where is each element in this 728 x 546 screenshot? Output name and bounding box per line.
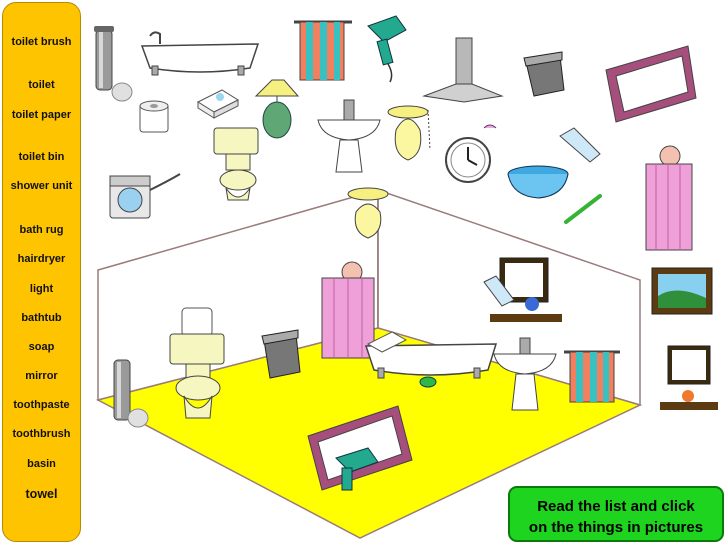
word-soap[interactable]: soap — [3, 340, 80, 354]
word-label: toothpaste — [13, 399, 70, 411]
word-label: bathtub — [21, 312, 62, 324]
bowl-item[interactable] — [507, 165, 569, 199]
instruction-line-2: on the things in pictures — [528, 519, 704, 536]
instruction-line-1: Read the list and click — [537, 498, 695, 515]
basin-item[interactable] — [317, 99, 381, 173]
word-toilet-bin[interactable]: toilet bin — [3, 150, 80, 164]
word-label: light — [29, 283, 54, 295]
word-label: toilet — [28, 79, 55, 91]
word-label: towel — [25, 487, 58, 501]
basin-room-item[interactable] — [493, 337, 557, 411]
frog-toy-item[interactable] — [419, 376, 437, 388]
alarm-clock-item[interactable] — [445, 124, 497, 183]
toilet-paper-item[interactable] — [139, 100, 169, 133]
toilet-brush-item[interactable] — [94, 26, 133, 102]
word-label: mirror — [25, 370, 58, 382]
mirror-item[interactable] — [660, 345, 718, 410]
toilet-bin-room-item[interactable] — [261, 329, 301, 379]
word-bathtub[interactable]: bathtub — [3, 311, 80, 325]
shower-unit-item[interactable] — [645, 145, 693, 251]
bathtub-item[interactable] — [140, 31, 260, 76]
word-hairdryer[interactable]: hairdryer — [3, 252, 80, 266]
towel-item[interactable] — [294, 20, 352, 81]
ceiling-light-item[interactable] — [347, 187, 389, 239]
toilet-item[interactable] — [213, 127, 259, 201]
word-toilet-brush[interactable]: toilet brush — [3, 35, 80, 49]
word-list-panel: toilet brush toilet toilet paper toilet … — [2, 2, 81, 542]
word-label: soap — [28, 341, 55, 353]
light-bulb-item[interactable] — [387, 105, 431, 161]
toilet-brush-room-item[interactable] — [113, 359, 149, 428]
word-label: hairdryer — [17, 253, 66, 265]
word-towel[interactable]: towel — [3, 487, 80, 501]
hairdryer-item[interactable] — [367, 15, 407, 83]
instruction-box: Read the list and click on the things in… — [508, 486, 724, 542]
hairdryer-room-item[interactable] — [335, 447, 379, 491]
word-label: shower unit — [10, 180, 73, 192]
word-label: toilet paper — [11, 109, 72, 121]
word-label: bath rug — [19, 224, 64, 236]
shower-unit-room-item[interactable] — [321, 261, 375, 359]
word-mirror[interactable]: mirror — [3, 369, 80, 383]
washing-machine-item[interactable] — [109, 173, 181, 219]
toothpaste-item[interactable] — [559, 127, 601, 163]
word-shower-unit[interactable]: shower unit — [3, 179, 80, 193]
word-light[interactable]: light — [3, 282, 80, 296]
toilet-bin-item[interactable] — [523, 51, 565, 97]
bathtub-room-item[interactable] — [364, 331, 498, 379]
word-label: toilet bin — [18, 151, 65, 163]
towel-room-item[interactable] — [564, 350, 620, 403]
bath-rug-room-item[interactable] — [307, 405, 413, 491]
word-basin[interactable]: basin — [3, 457, 80, 471]
word-label: basin — [27, 458, 56, 470]
toilet-room-item[interactable] — [169, 307, 225, 419]
word-label: toothbrush — [12, 428, 71, 440]
word-toothpaste[interactable]: toothpaste — [3, 398, 80, 412]
picture-item[interactable] — [651, 267, 713, 315]
lamp-item[interactable] — [254, 79, 300, 139]
cooker-hood-item[interactable] — [422, 37, 504, 103]
word-toilet-paper[interactable]: toilet paper — [3, 108, 80, 122]
mirror-room-item[interactable] — [483, 257, 562, 322]
word-label: toilet brush — [11, 36, 72, 48]
word-toothbrush[interactable]: toothbrush — [3, 427, 80, 441]
bath-rug-item[interactable] — [605, 45, 697, 123]
word-bath-rug[interactable]: bath rug — [3, 223, 80, 237]
word-toilet[interactable]: toilet — [3, 78, 80, 92]
soap-item[interactable] — [196, 89, 240, 119]
toothbrush-item[interactable] — [564, 194, 602, 224]
